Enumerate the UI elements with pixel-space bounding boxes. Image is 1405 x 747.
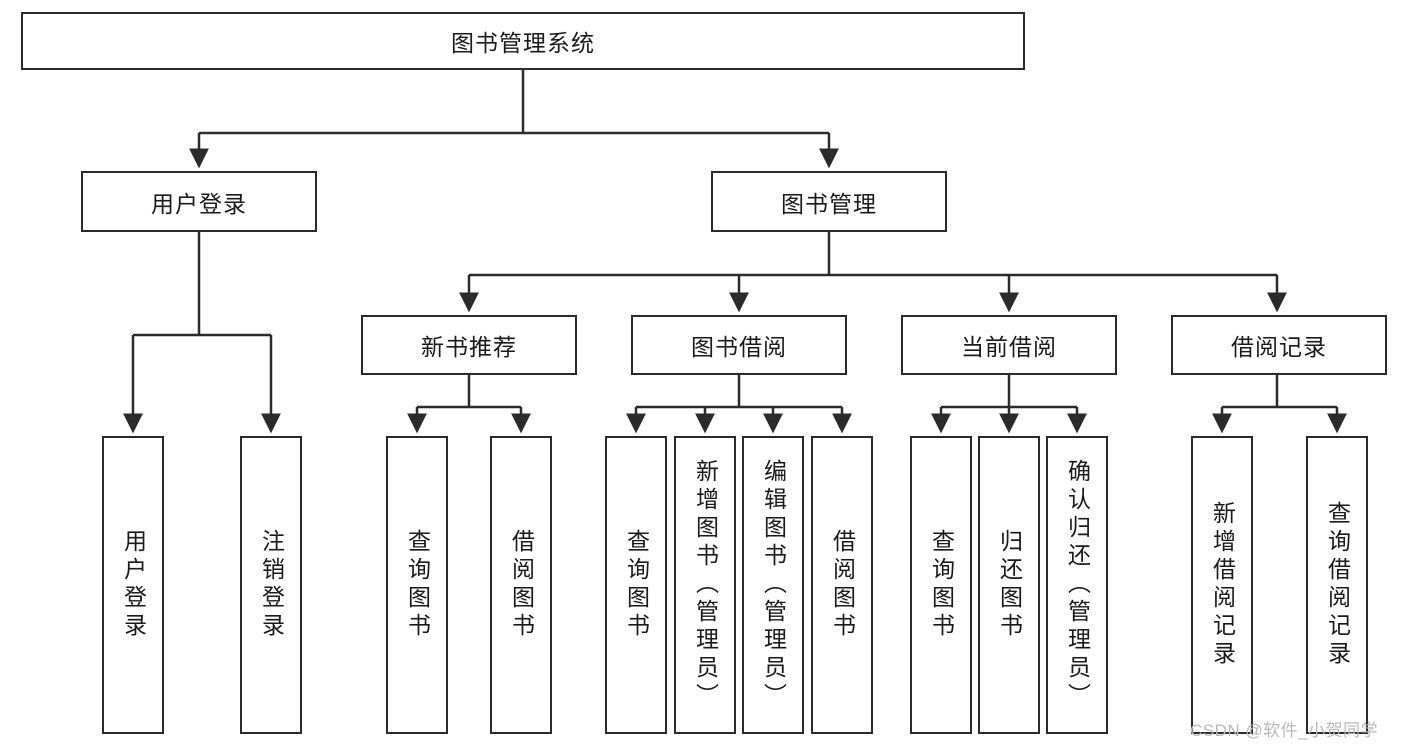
leaf-borrow-book-2[interactable]: 借阅图书 — [811, 436, 873, 734]
leaf-query-book-1-label: 查询图书 — [404, 529, 431, 641]
leaf-add-borrow-record[interactable]: 新增借阅记录 — [1191, 436, 1253, 734]
node-borrow-record[interactable]: 借阅记录 — [1171, 315, 1387, 375]
node-borrow-record-label: 借阅记录 — [1231, 334, 1327, 360]
leaf-query-borrow-record[interactable]: 查询借阅记录 — [1306, 436, 1368, 734]
leaf-borrow-book-2-label: 借阅图书 — [829, 529, 856, 641]
node-new-book-recommend-label: 新书推荐 — [421, 334, 517, 360]
leaf-query-book-2-label: 查询图书 — [623, 529, 650, 641]
leaf-user-login[interactable]: 用户登录 — [102, 436, 164, 734]
leaf-return-book[interactable]: 归还图书 — [978, 436, 1040, 734]
node-user-login[interactable]: 用户登录 — [81, 171, 317, 232]
leaf-logout[interactable]: 注销登录 — [240, 436, 302, 734]
leaf-borrow-book-1-label: 借阅图书 — [508, 529, 535, 641]
leaf-confirm-return-admin-label: 确认归还（管理员） — [1064, 459, 1091, 711]
leaf-user-login-label: 用户登录 — [120, 529, 147, 641]
leaf-return-book-label: 归还图书 — [996, 529, 1023, 641]
leaf-add-book-admin-label: 新增图书（管理员） — [692, 459, 719, 711]
leaf-borrow-book-1[interactable]: 借阅图书 — [490, 436, 552, 734]
root-node[interactable]: 图书管理系统 — [21, 12, 1025, 70]
node-book-borrow-label: 图书借阅 — [691, 334, 787, 360]
leaf-query-book-3-label: 查询图书 — [928, 529, 955, 641]
leaf-logout-label: 注销登录 — [258, 529, 285, 641]
leaf-query-book-3[interactable]: 查询图书 — [910, 436, 972, 734]
leaf-query-borrow-record-label: 查询借阅记录 — [1324, 501, 1351, 669]
csdn-watermark: CSDN @软件_小贺同学 — [1190, 721, 1379, 740]
leaf-query-book-2[interactable]: 查询图书 — [605, 436, 667, 734]
node-book-borrow[interactable]: 图书借阅 — [631, 315, 847, 375]
node-new-book-recommend[interactable]: 新书推荐 — [361, 315, 577, 375]
node-current-borrow-label: 当前借阅 — [961, 334, 1057, 360]
leaf-confirm-return-admin[interactable]: 确认归还（管理员） — [1046, 436, 1108, 734]
root-node-label: 图书管理系统 — [451, 30, 595, 56]
node-user-login-label: 用户登录 — [151, 190, 247, 217]
leaf-edit-book-admin[interactable]: 编辑图书（管理员） — [742, 436, 804, 734]
leaf-add-borrow-record-label: 新增借阅记录 — [1209, 501, 1236, 669]
node-book-management[interactable]: 图书管理 — [711, 171, 947, 232]
leaf-edit-book-admin-label: 编辑图书（管理员） — [760, 459, 787, 711]
node-current-borrow[interactable]: 当前借阅 — [901, 315, 1117, 375]
node-book-management-label: 图书管理 — [781, 190, 877, 217]
leaf-query-book-1[interactable]: 查询图书 — [386, 436, 448, 734]
leaf-add-book-admin[interactable]: 新增图书（管理员） — [674, 436, 736, 734]
